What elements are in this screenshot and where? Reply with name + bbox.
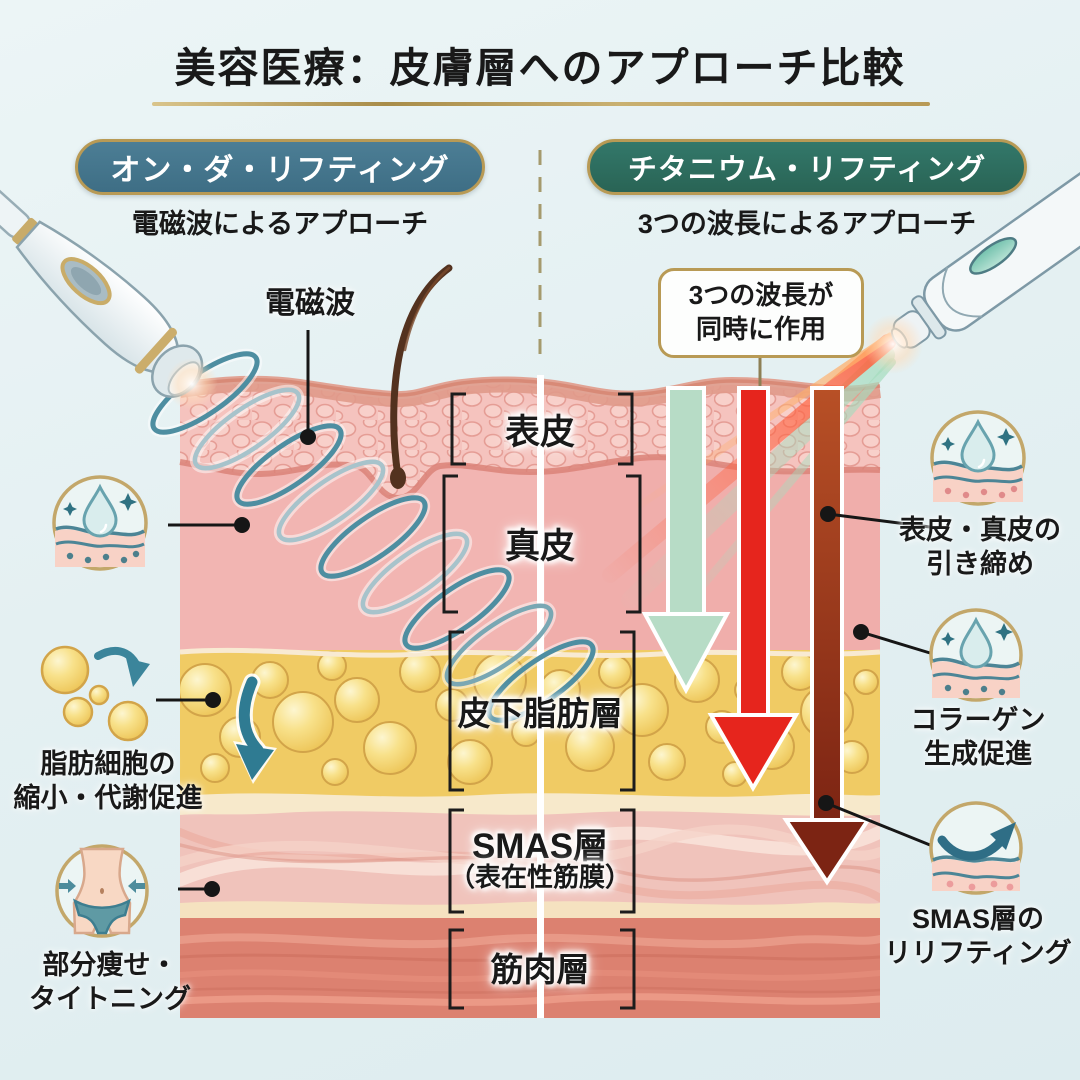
right-subtitle: 3つの波長によるアプローチ <box>637 209 977 239</box>
device-button <box>969 237 1018 275</box>
layer-label-smas: SMAS層 <box>471 827 609 866</box>
benefit-smas-line-1: SMAS層の <box>911 904 1045 934</box>
dark-red-depth-arrow <box>782 386 872 886</box>
fat-effect-line-2: 縮小・代謝促進 <box>13 782 203 813</box>
skin-center-divider <box>537 375 544 1018</box>
annotation-connectors <box>156 330 931 897</box>
body-effect-label: 部分痩せ・ タイトニング <box>29 949 191 1017</box>
layer-label-fat: 皮下脂肪層 <box>457 695 623 732</box>
mint-depth-arrow <box>641 386 731 695</box>
page-title: 美容医療：皮膚層へのアプローチ比較 <box>174 45 906 91</box>
benefit-tightening-label: 表皮・真皮の 引き締め <box>899 514 1061 582</box>
benefit-collagen-line-1: コラーゲン <box>910 705 1046 735</box>
benefit-smas-line-2: リリフティング <box>884 937 1072 968</box>
layer-label-smas-sub: （表在性筋膜） <box>448 862 632 892</box>
left-subtitle: 電磁波によるアプローチ <box>131 209 429 239</box>
benefit-smas-label: SMAS層の リリフティング <box>884 903 1071 971</box>
fat-effect-label: 脂肪細胞の 縮小・代謝促進 <box>14 748 203 816</box>
wavelength-depth-arrows <box>641 386 872 886</box>
wavelength-callout: 3つの波長が 同時に作用 <box>658 268 864 358</box>
muscle-fibers <box>180 933 880 1006</box>
layer-label-muscle: 筋肉層 <box>490 951 590 988</box>
moisture-skin-icon <box>930 410 1026 506</box>
electromagnetic-spiral <box>147 348 599 726</box>
collagen-skin-icon <box>929 608 1023 702</box>
smas-lift-icon <box>929 801 1023 895</box>
layer-label-dermis: 真皮 <box>504 527 576 566</box>
body-effect-line-2: タイトニング <box>29 983 191 1014</box>
wave-label: 電磁波 <box>265 287 355 320</box>
moisture-skin-icon <box>52 475 148 571</box>
waist-slimming-icon <box>55 844 149 938</box>
red-depth-arrow <box>707 386 800 792</box>
fat-effect-line-1: 脂肪細胞の <box>40 749 176 779</box>
callout-line-2: 同時に作用 <box>695 314 826 344</box>
right-treatment-badge: チタニウム・リフティング <box>587 139 1027 195</box>
handpiece-tip-glow <box>166 358 218 410</box>
body-effect-line-1: 部分痩せ・ <box>42 950 178 980</box>
callout-line-1: 3つの波長が <box>688 280 834 311</box>
laser-tip-glow <box>863 314 923 374</box>
rf-handpiece-device <box>0 166 204 398</box>
fat-penetration-arrow <box>233 673 277 784</box>
title-underline <box>152 102 930 106</box>
fat-cells-icon <box>40 645 150 742</box>
benefit-tightening-line-1: 表皮・真皮の <box>899 515 1061 545</box>
benefit-collagen-line-2: 生成促進 <box>924 738 1032 769</box>
benefit-tightening-line-2: 引き締め <box>926 548 1034 579</box>
hair <box>390 264 453 489</box>
benefit-collagen-label: コラーゲン 生成促進 <box>911 704 1046 772</box>
layer-label-epidermis: 表皮 <box>504 413 576 452</box>
layer-brackets <box>442 392 642 1010</box>
left-treatment-badge: オン・ダ・リフティング <box>75 139 485 195</box>
